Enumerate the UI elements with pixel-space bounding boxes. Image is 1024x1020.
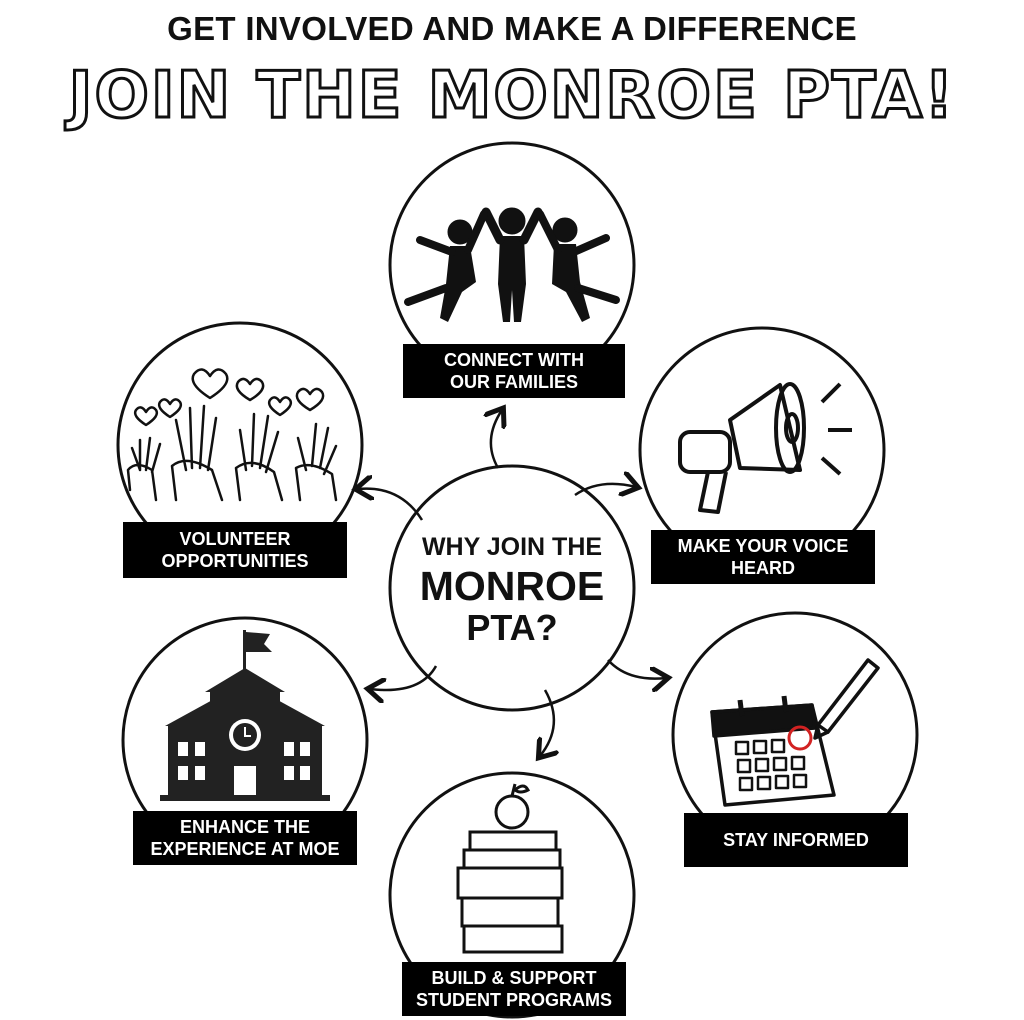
hub-text: WHY JOIN THE MONROE PTA? (392, 530, 632, 648)
label-volunteer-line-2: OPPORTUNITIES (161, 551, 309, 571)
hub-line-1: WHY JOIN THE (421, 533, 603, 561)
label-enhance-line-1: ENHANCE THE (179, 817, 310, 837)
label-informed-line-1: STAY INFORMED (723, 830, 869, 850)
label-volunteer-line-1: VOLUNTEER (179, 529, 291, 549)
label-connect: CONNECT WITH OUR FAMILIES (403, 344, 625, 398)
arrow-volunteer (358, 489, 424, 521)
highlight-circle (787, 725, 813, 751)
label-voice-line-2: HEARD (730, 558, 795, 578)
arrow-connect (491, 410, 502, 469)
hub-line-2: MONROE (419, 563, 605, 609)
label-volunteer: VOLUNTEER OPPORTUNITIES (123, 522, 347, 578)
headline: GET INVOLVED AND MAKE A DIFFERENCE (167, 10, 857, 47)
arrow-voice (574, 484, 636, 495)
label-connect-line-2: OUR FAMILIES (449, 372, 578, 392)
school-icon (160, 630, 330, 801)
label-voice: MAKE YOUR VOICE HEARD (651, 530, 875, 584)
megaphone-icon (678, 382, 852, 514)
arrow-build (540, 689, 554, 756)
label-build-line-1: BUILD & SUPPORT (431, 968, 597, 988)
arrow-enhance (370, 665, 438, 690)
arrows (358, 410, 666, 756)
label-build-line-2: STUDENT PROGRAMS (415, 990, 612, 1010)
label-build: BUILD & SUPPORT STUDENT PROGRAMS (402, 962, 626, 1016)
calendar-icon (710, 658, 880, 807)
circle-hub (388, 464, 636, 712)
page-title: JOIN THE MONROE PTA! (67, 58, 956, 135)
label-enhance: ENHANCE THE EXPERIENCE AT MOE (133, 811, 357, 865)
people-icon (404, 207, 620, 322)
hub-line-3: PTA? (466, 607, 558, 648)
label-connect-line-1: CONNECT WITH (444, 350, 584, 370)
books-apple-icon (456, 783, 564, 954)
label-informed: STAY INFORMED (684, 813, 908, 867)
arrow-informed (607, 659, 666, 679)
label-enhance-line-2: EXPERIENCE AT MOE (150, 839, 340, 859)
raised-hands-icon (126, 368, 338, 502)
label-voice-line-1: MAKE YOUR VOICE (677, 536, 849, 556)
